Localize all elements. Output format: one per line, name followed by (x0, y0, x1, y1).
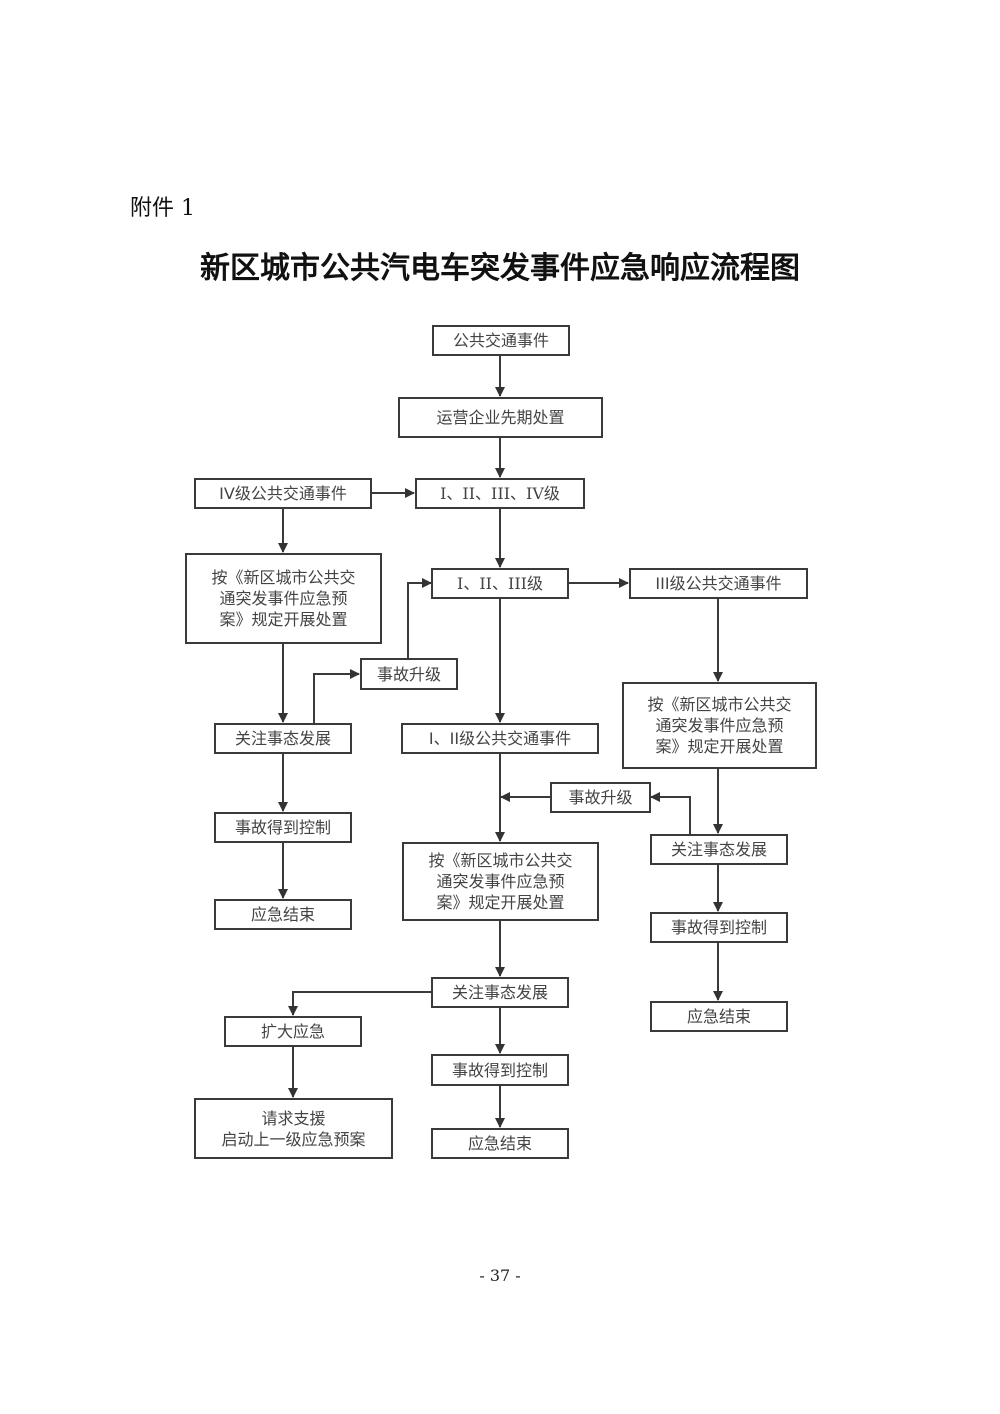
node-right-end: 应急结束 (650, 1001, 788, 1032)
edge-rightmonitor-to-rightescalate (650, 792, 691, 834)
edge-leftescalate-to-level13 (407, 578, 432, 658)
node-level-1-3: I、II、III级 (431, 568, 569, 599)
node-public-event: 公共交通事件 (432, 325, 570, 356)
page-number: - 37 - (479, 1266, 521, 1285)
node-left-escalate: 事故升级 (360, 658, 458, 690)
node-operator-initial: 运营企业先期处置 (398, 397, 603, 438)
node-level4-event: IV级公共交通事件 (194, 478, 372, 509)
node-level3-event: III级公共交通事件 (629, 568, 808, 599)
node-request-support: 请求支援 启动上一级应急预案 (194, 1098, 393, 1159)
node-center-end: 应急结束 (431, 1128, 569, 1159)
node-left-plan: 按《新区城市公共交 通突发事件应急预 案》规定开展处置 (185, 553, 382, 644)
edge-leftmonitor-to-leftescalate (313, 669, 360, 723)
node-level-1-4: I、II、III、IV级 (415, 478, 585, 509)
page-title: 新区城市公共汽电车突发事件应急响应流程图 (200, 251, 800, 286)
node-expand-response: 扩大应急 (224, 1016, 362, 1047)
node-right-controlled: 事故得到控制 (650, 912, 788, 943)
node-left-end: 应急结束 (214, 899, 352, 930)
node-center-plan: 按《新区城市公共交 通突发事件应急预 案》规定开展处置 (402, 842, 599, 921)
node-right-monitor: 关注事态发展 (650, 834, 788, 865)
node-right-plan: 按《新区城市公共交 通突发事件应急预 案》规定开展处置 (622, 682, 817, 769)
attachment-label: 附件 1 (130, 196, 195, 221)
node-right-escalate: 事故升级 (550, 782, 651, 813)
node-level12-event: I、II级公共交通事件 (401, 723, 599, 754)
node-left-controlled: 事故得到控制 (214, 812, 352, 843)
edge-centermonitor-to-expand (288, 991, 431, 1016)
node-center-monitor: 关注事态发展 (431, 977, 569, 1008)
node-center-controlled: 事故得到控制 (431, 1054, 569, 1086)
node-left-monitor: 关注事态发展 (214, 723, 352, 754)
